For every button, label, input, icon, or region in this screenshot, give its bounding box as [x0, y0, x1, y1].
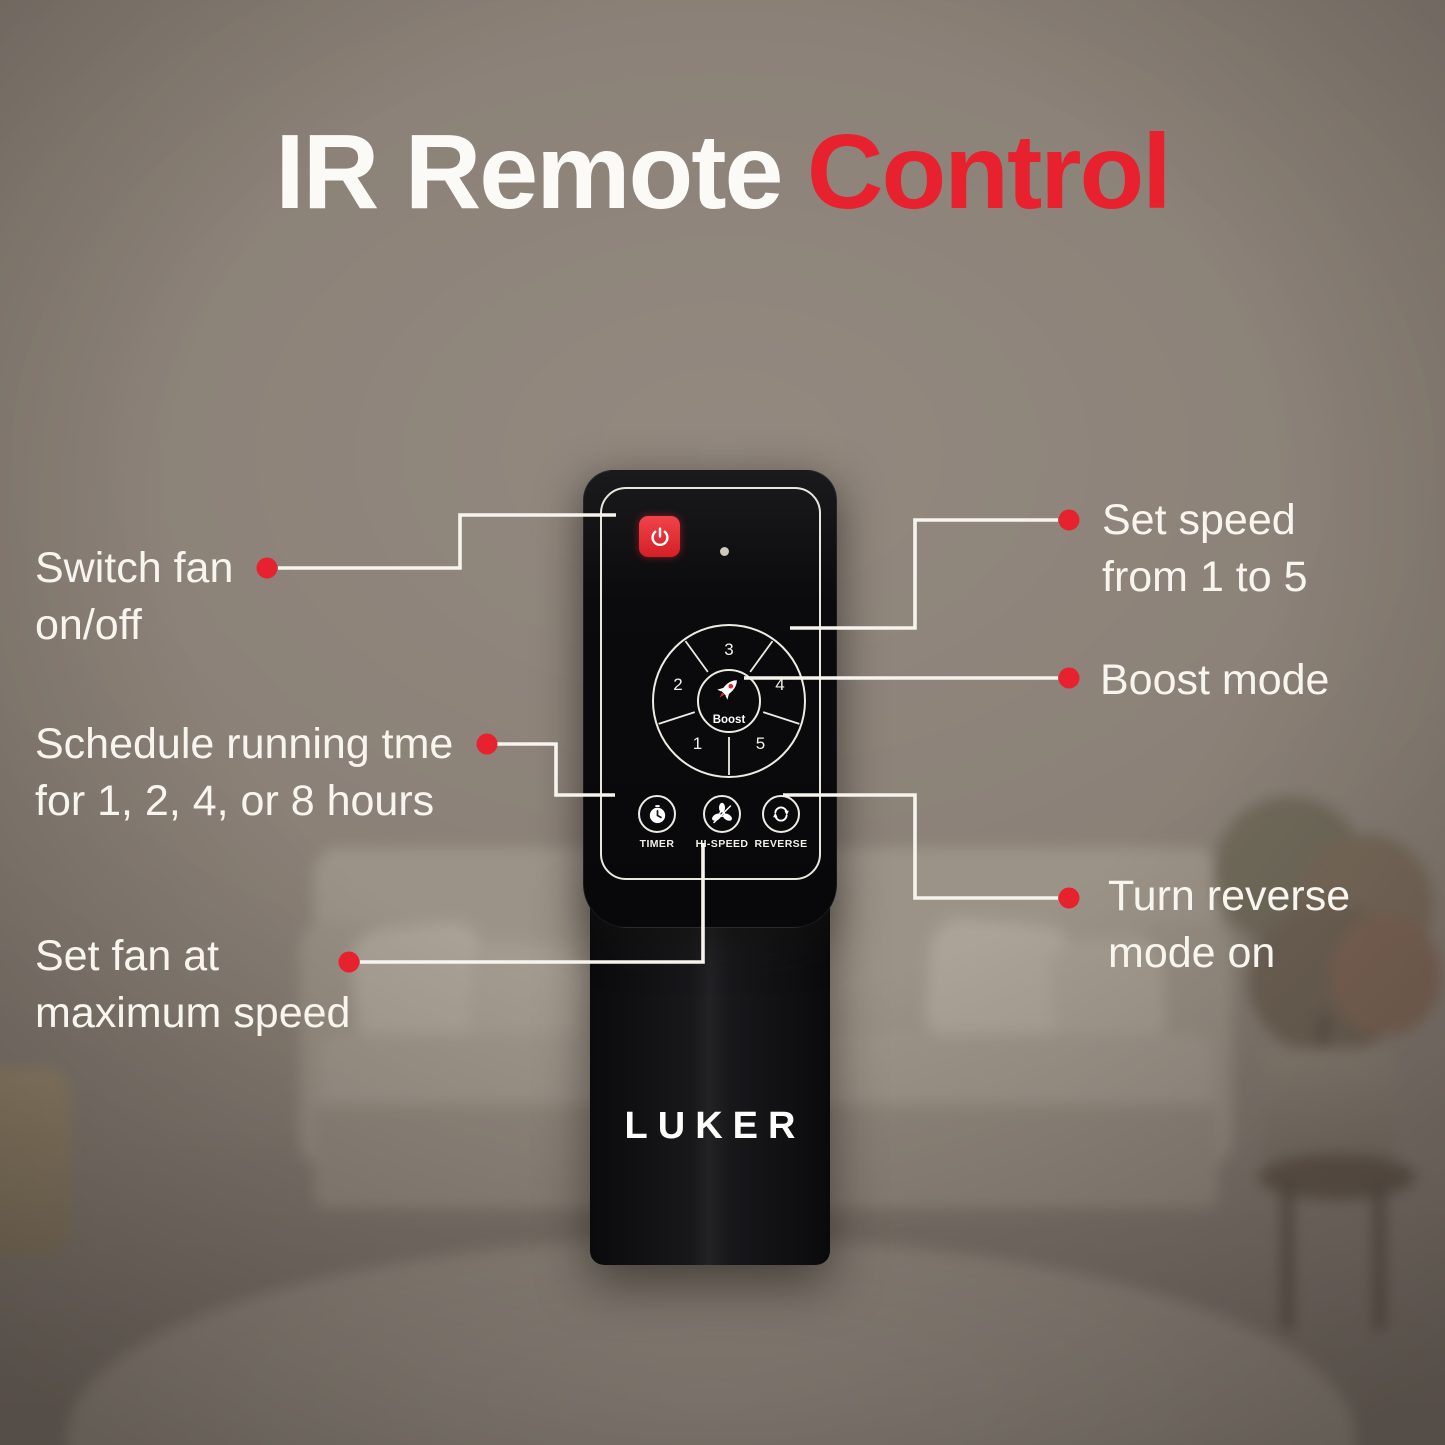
callout-set-speed: Set speed from 1 to 5	[1102, 492, 1308, 606]
rocket-icon	[717, 680, 737, 700]
callout-line: Set fan at	[35, 932, 220, 980]
plant-foliage	[1330, 914, 1442, 1036]
speed-1-button[interactable]: 1	[693, 734, 702, 753]
clock-icon	[649, 804, 665, 823]
boost-label: Boost	[713, 714, 746, 726]
brand-logo: LUKER	[624, 1105, 806, 1147]
callout-line: Switch fan	[35, 544, 234, 592]
power-button[interactable]	[639, 516, 680, 557]
callout-line: Turn reverse	[1108, 872, 1351, 920]
callout-max-speed: Set fan at maximum speed	[35, 928, 350, 1042]
hi-speed-button[interactable]: HI-SPEED	[687, 795, 757, 850]
side-table-leg	[1374, 1180, 1385, 1330]
speed-2-button[interactable]: 2	[673, 675, 682, 694]
title-white-part: IR Remote	[275, 113, 783, 231]
callout-line: Boost mode	[1100, 656, 1330, 704]
callout-line: maximum speed	[35, 988, 351, 1037]
callout-line: from 1 to 5	[1102, 552, 1308, 601]
callout-line: for 1, 2, 4, or 8 hours	[35, 776, 435, 825]
speed-dial[interactable]: 3 2 4 1 5 Boost	[649, 621, 809, 781]
reverse-label: REVERSE	[754, 838, 808, 850]
cycle-arrows-icon	[773, 806, 789, 822]
callout-schedule-timer: Schedule running tme for 1, 2, 4, or 8 h…	[35, 716, 453, 830]
hi-speed-label: HI-SPEED	[695, 838, 749, 850]
callout-reverse-mode: Turn reverse mode on	[1108, 868, 1350, 982]
timer-button[interactable]: TIMER	[622, 795, 692, 850]
speed-4-button[interactable]: 4	[775, 675, 784, 694]
remote-button-panel: 3 2 4 1 5 Boost	[600, 487, 821, 880]
speed-5-button[interactable]: 5	[756, 734, 765, 753]
callout-boost-mode: Boost mode	[1100, 652, 1329, 709]
left-side-table	[0, 1068, 70, 1256]
led-indicator	[720, 547, 729, 556]
callout-line: on/off	[35, 600, 142, 649]
title-red-part: Control	[806, 113, 1172, 231]
remote-control: LUKER 3	[583, 470, 837, 1265]
power-icon	[650, 526, 669, 546]
plant-pot	[1264, 1048, 1394, 1174]
remote-head: 3 2 4 1 5 Boost	[583, 470, 837, 928]
side-table-leg	[1282, 1180, 1293, 1330]
speed-3-button[interactable]: 3	[724, 640, 733, 659]
callout-line: Set speed	[1102, 496, 1296, 544]
callout-line: mode on	[1108, 928, 1276, 977]
timer-label: TIMER	[639, 838, 675, 850]
remote-handle: LUKER	[590, 890, 830, 1265]
boost-button[interactable]: Boost	[713, 675, 746, 726]
callout-switch-fan: Switch fan on/off	[35, 540, 233, 654]
reverse-button[interactable]: REVERSE	[746, 795, 816, 850]
fan-icon	[712, 802, 732, 824]
callout-line: Schedule running tme	[35, 720, 454, 768]
